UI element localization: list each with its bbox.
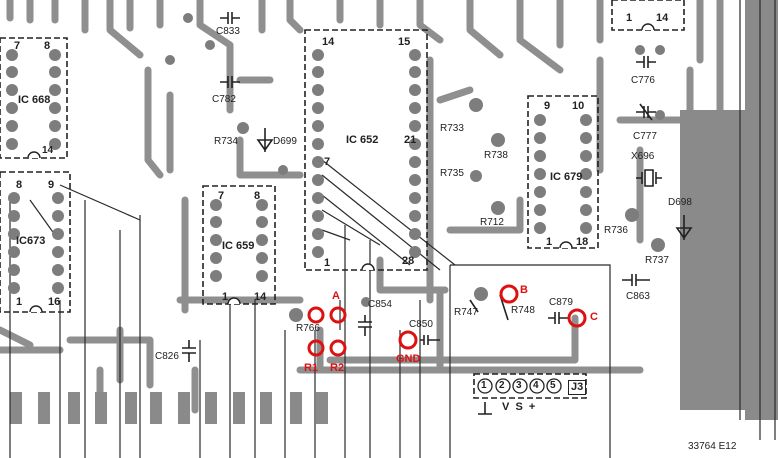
c850-symbol <box>420 335 440 345</box>
test-point-a-label: A <box>332 290 340 302</box>
signal-wires <box>9 0 776 458</box>
ic668-pin-8: 8 <box>44 40 51 52</box>
ic652-pin-7: 7 <box>324 156 331 168</box>
ic673-pin-1: 1 <box>16 296 23 308</box>
d699-label: D699 <box>273 136 297 147</box>
ic652-pin-15: 15 <box>398 36 411 48</box>
ic659-label: IC 659 <box>222 240 255 252</box>
c863-label: C863 <box>626 291 650 302</box>
j3-pin-2: 2 <box>499 380 505 391</box>
ic679-pin-10: 10 <box>572 100 585 112</box>
r735-label: R735 <box>440 168 464 179</box>
ic659-pin-1: 1 <box>222 291 229 303</box>
test-point-gnd-marker <box>398 330 418 350</box>
c833-label: C833 <box>216 26 240 37</box>
ic673-pin-16: 16 <box>48 296 61 308</box>
r737-label: R737 <box>645 255 669 266</box>
test-point-r766-marker <box>307 306 325 324</box>
ic679-pin-1: 1 <box>546 236 553 248</box>
r738-label: R738 <box>484 150 508 161</box>
j3-pin-5: 5 <box>550 380 556 391</box>
r734-label: R734 <box>214 136 238 147</box>
d698-label: D698 <box>668 197 692 208</box>
ic652-pin-14: 14 <box>322 36 335 48</box>
test-point-c-marker <box>567 308 587 328</box>
c833-symbol <box>220 12 240 24</box>
ic659-pin-8: 8 <box>254 190 261 202</box>
c854-symbol <box>358 315 372 336</box>
r712-label: R712 <box>480 217 504 228</box>
c776-label: C776 <box>631 75 655 86</box>
j3-pin-3: 3 <box>516 380 522 391</box>
c826-label: C826 <box>155 351 179 362</box>
j3-pads <box>477 378 562 394</box>
ic679-pin-18: 18 <box>576 236 589 248</box>
c854-label: C854 <box>368 299 392 310</box>
component-symbols <box>182 12 693 362</box>
test-point-a-marker <box>329 306 347 324</box>
ic-top-pin-14: 14 <box>656 12 669 24</box>
drawing-number: 33764 E12 <box>688 441 737 452</box>
test-point-r2-marker <box>329 339 347 357</box>
ic679-pin-9: 9 <box>544 100 551 112</box>
c850-label: C850 <box>409 319 433 330</box>
ic-notches <box>27 23 655 313</box>
test-point-b-marker <box>499 284 519 304</box>
r748-label: R748 <box>511 305 535 316</box>
r736-label: R736 <box>604 225 628 236</box>
x696-label: X696 <box>631 151 655 162</box>
test-point-b-label: B <box>520 284 528 296</box>
c879-symbol <box>548 312 568 324</box>
r747-symbol <box>469 299 479 313</box>
d698-symbol <box>675 215 693 240</box>
j3-outline <box>473 373 587 399</box>
j3-label: J3 <box>568 380 587 395</box>
test-point-r1-label: R1 <box>304 362 319 374</box>
ground-symbol <box>478 402 492 415</box>
r747-label: R747 <box>454 307 478 318</box>
d699-symbol <box>256 128 274 152</box>
test-point-markers <box>307 284 587 357</box>
c782-symbol <box>220 76 240 88</box>
c863-symbol <box>622 274 650 286</box>
ic-top-pin-1: 1 <box>626 12 633 24</box>
ic673-label: IC673 <box>16 235 46 247</box>
j3-pin-1: 1 <box>481 380 487 391</box>
ic668-pin-14: 14 <box>42 145 54 156</box>
ic668-label: IC 668 <box>18 94 51 106</box>
ic652-pin-21: 21 <box>404 134 417 146</box>
c776-symbol <box>636 56 656 68</box>
r766-label: R766 <box>296 323 320 334</box>
ic673-pin-8: 8 <box>16 179 23 191</box>
c826-symbol <box>182 340 196 362</box>
c777-label: C777 <box>633 131 657 142</box>
c782-label: C782 <box>212 94 236 105</box>
j3-signal-labels: V S + <box>502 401 536 413</box>
j3-pin-4: 4 <box>533 380 539 391</box>
c777-symbol <box>636 103 656 121</box>
ground-plane <box>10 0 778 424</box>
pads <box>6 13 665 322</box>
c879-label: C879 <box>549 297 573 308</box>
ic673-pin-9: 9 <box>48 179 55 191</box>
copper-traces <box>0 0 724 424</box>
ic652-label: IC 652 <box>346 134 379 146</box>
x696-symbol <box>636 169 662 187</box>
test-point-c-label: C <box>590 311 598 323</box>
r733-label: R733 <box>440 123 464 134</box>
test-point-gnd-label: GND <box>396 353 421 365</box>
ic659-pin-14: 14 <box>254 291 267 303</box>
ic659-pin-7: 7 <box>218 190 225 202</box>
ic652-pin-1: 1 <box>324 257 331 269</box>
ic679-label: IC 679 <box>550 171 583 183</box>
ic668-pin-7: 7 <box>14 40 21 52</box>
test-point-r2-label: R2 <box>330 362 345 374</box>
ic652-pin-28: 28 <box>402 255 415 267</box>
test-point-r1-marker <box>307 339 325 357</box>
